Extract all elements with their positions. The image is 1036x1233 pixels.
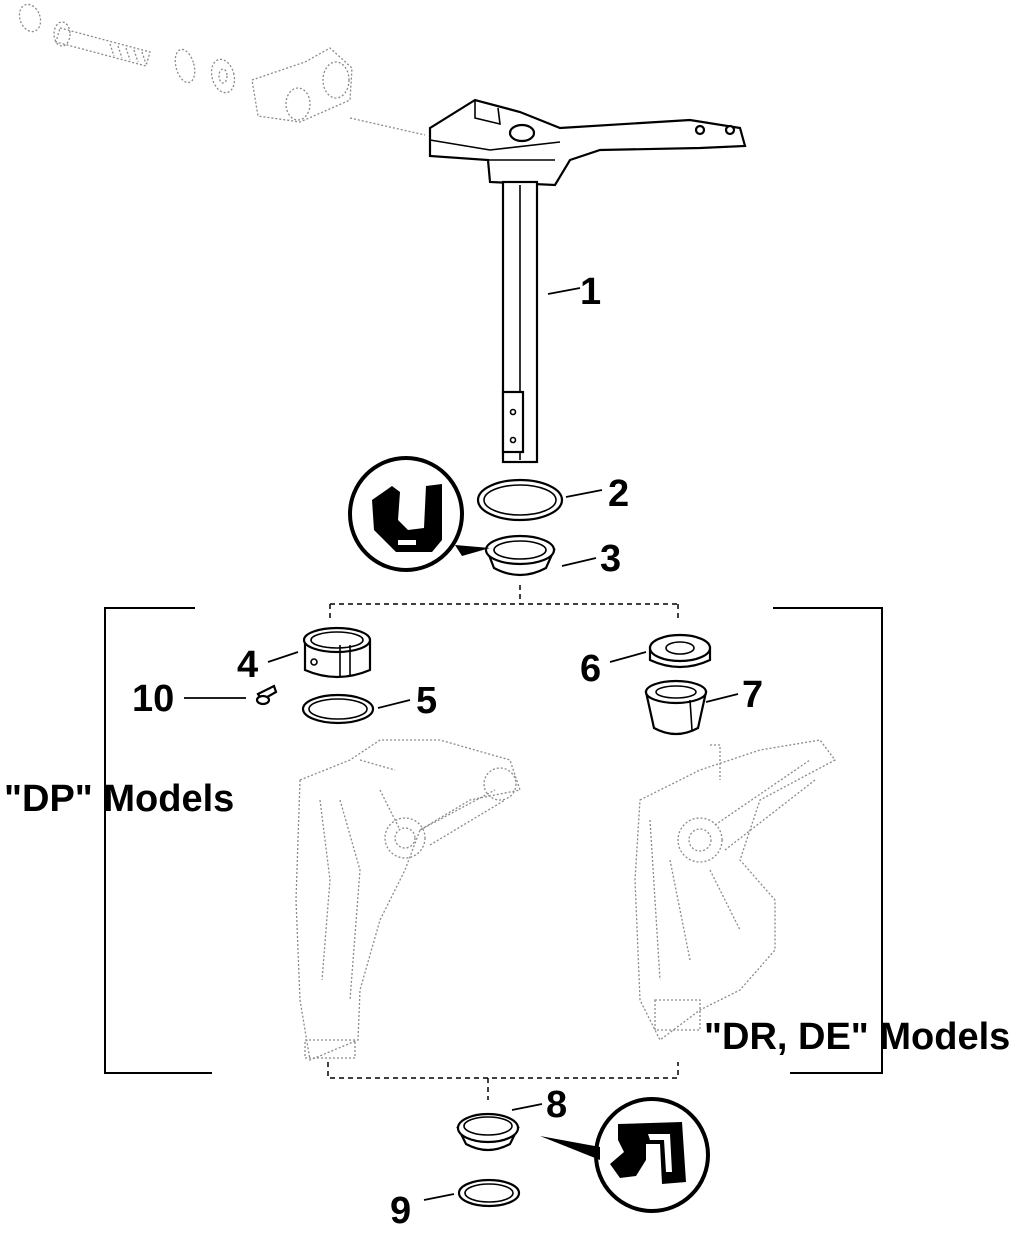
callout-6: 6 (580, 648, 602, 690)
callout-3: 3 (600, 538, 622, 580)
part-6-bearing (648, 633, 712, 669)
part-7-bushing (644, 679, 708, 736)
callout-7: 7 (742, 674, 764, 716)
part-10-screw (255, 684, 278, 706)
callout-10: 10 (132, 678, 175, 720)
connector-top (329, 585, 679, 620)
callout-5: 5 (416, 680, 438, 722)
grease-lubricant-icon (348, 456, 490, 572)
dp-swivel-bracket-ghost (295, 739, 521, 1061)
dp-models-label: "DP" Models (4, 778, 235, 820)
part-4-sleeve (302, 626, 372, 679)
leader-lines (184, 287, 739, 1201)
callout-9: 9 (390, 1190, 412, 1232)
callout-2: 2 (608, 473, 630, 515)
part-9-o-ring (457, 1178, 521, 1208)
callout-8: 8 (546, 1084, 568, 1126)
part-2-washer (476, 478, 564, 522)
dp-models-bracket (104, 607, 212, 1074)
part-5-o-ring (301, 693, 375, 725)
callout-4: 4 (237, 644, 259, 686)
part-3-bushing (484, 534, 556, 577)
callout-1: 1 (580, 271, 602, 313)
dr-de-swivel-bracket-ghost (634, 739, 836, 1041)
part-8-cap (456, 1112, 520, 1152)
ghost-hardware-top (18, 3, 426, 136)
part-1-steering-shaft (428, 98, 747, 464)
dr-de-models-bracket (773, 607, 883, 1074)
connector-bottom (327, 1062, 679, 1100)
sealant-icon (540, 1097, 710, 1213)
dr-de-models-label: "DR, DE" Models (704, 1016, 1011, 1058)
